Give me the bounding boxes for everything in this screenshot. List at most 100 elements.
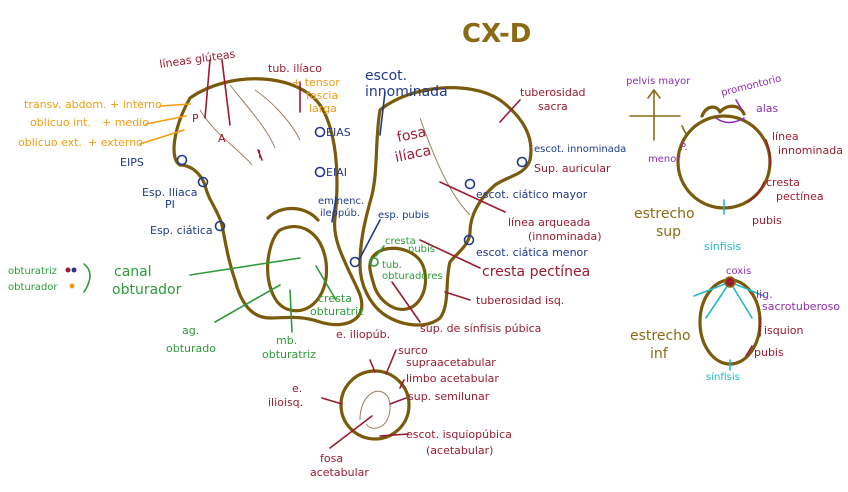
label-tuberosidad-2: sacra (538, 100, 568, 113)
label-oblicuo-medio: + medio (102, 116, 149, 129)
label-cresta-pect-1: cresta (766, 176, 800, 189)
label-promontorio: promontorio (720, 73, 782, 99)
obturatriz-vein-dot (71, 267, 77, 273)
label-escot-ciat-menor: escot. ciática menor (476, 246, 588, 259)
acetabulum-diagram (321, 349, 411, 449)
gluteal-line-3 (254, 89, 301, 141)
label-sup-auricular: Sup. auricular (534, 162, 611, 175)
leader-gluteal-b (221, 59, 231, 126)
label-escot-inn-2: innominada (365, 84, 448, 100)
label-surco-2: supraacetabular (406, 356, 496, 369)
leader-limbo (399, 379, 405, 389)
leader-semilunar (389, 397, 407, 405)
label-eias: EIAS (326, 126, 351, 139)
label-cresta-obt-2: obturatriz (310, 305, 364, 318)
escot-innominada-marker (516, 156, 528, 168)
label-linea-inn-2: innominada (778, 144, 843, 157)
label-transv-interno: + interno (110, 98, 162, 111)
obturator-foramen-left (266, 224, 329, 313)
label-sup-semilunar: sup. semilunar (408, 390, 490, 403)
coxis-dot (724, 276, 736, 288)
lig-sacrotuberoso-left (693, 281, 731, 297)
label-fosa-acet-2: acetabular (310, 466, 369, 479)
label-isquion: isquion (764, 324, 804, 337)
eias-marker (314, 126, 326, 138)
label-tub-obt-1: tub. (382, 260, 402, 271)
leader-linea-arqueada (439, 181, 506, 213)
lig-inner-right (729, 281, 753, 319)
esp-pubis-marker (349, 256, 361, 268)
obturador-nerve-dot (69, 283, 75, 289)
leader-oblicuo-ext (139, 129, 185, 145)
leader-eminencia (331, 197, 337, 223)
label-fosa: fosa (396, 124, 428, 146)
leader-sup-sinfisis (391, 281, 421, 323)
label-lig-1: lig. (756, 288, 773, 301)
label-pubis-sup: pubis (752, 214, 782, 227)
label-estrecho-inf-1: estrecho (630, 328, 691, 344)
label-coxis: coxis (726, 266, 751, 277)
pubis-inf-mark (745, 345, 753, 357)
label-eiai: EIAI (326, 166, 347, 179)
esp-ciatica-marker (214, 220, 226, 232)
right-hip-bone (349, 86, 533, 327)
cross-arrow-up (647, 88, 661, 99)
leader-transv (159, 103, 191, 107)
label-ag-1: ag. (182, 324, 199, 337)
pelvic-inlet-diagram (629, 88, 772, 215)
esp-iliaca-pi-marker (197, 176, 209, 188)
leader-mb-obturatriz (289, 289, 293, 333)
right-bone-outline (358, 86, 533, 327)
label-escot-inn-1: escot. (365, 68, 407, 84)
label-cresta-obt-1: cresta (318, 292, 352, 305)
label-e-ilioisq-2: ilioisq. (268, 396, 303, 409)
leader-fosa-acetabular (329, 415, 373, 449)
label-pelvis-mayor: pelvis mayor (626, 76, 691, 87)
leader-tuberosidad-isq (444, 291, 471, 301)
label-limbo: limbo acetabular (406, 372, 499, 385)
label-sup-sinfisis: sup. de sínfisis púbica (420, 322, 541, 335)
label-esp-ciatica: Esp. ciática (150, 224, 213, 237)
label-cresta-pectinea: cresta pectínea (482, 264, 590, 280)
label-tub-iliaco: tub. ilíaco (268, 62, 322, 75)
label-escot-ciat-mayor: escot. ciático mayor (476, 188, 588, 201)
escot-ciatico-mayor-marker (464, 178, 476, 190)
lunate-surface (359, 390, 391, 429)
label-oblicuo-ext: oblicuo ext. (18, 136, 82, 149)
eips-marker (176, 154, 188, 166)
label-pubis-inf: pubis (754, 346, 784, 359)
label-obturatriz: obturatriz (8, 266, 57, 277)
label-estrecho-sup-2: sup (656, 224, 681, 240)
left-bone-outline (172, 77, 364, 327)
leader-cresta-pectinea (419, 239, 481, 269)
label-eips: EIPS (120, 156, 144, 169)
label-e-ilioisq-1: e. (292, 382, 302, 395)
mark-p: P (192, 112, 199, 125)
leader-surco (385, 349, 397, 375)
label-lig-2: sacrotuberoso (762, 300, 840, 313)
label-tensor-1: + tensor (292, 76, 340, 89)
pelvic-outlet-diagram (693, 276, 765, 371)
leader-escot-innominada (379, 91, 386, 136)
label-escot-inn-r: escot. innominada (534, 144, 626, 155)
label-linea-arq-2: (innominada) (528, 230, 602, 243)
label-esp-iliaca-1: Esp. Iliaca (142, 186, 198, 199)
tub-obturadores-marker (369, 257, 379, 267)
leader-promontorio (735, 99, 743, 111)
label-obturador: obturador (8, 282, 58, 293)
title-text: CX-D (462, 19, 531, 49)
label-fosa-acet-1: fosa (320, 452, 343, 465)
mark-i: I (258, 148, 261, 161)
gluteal-line-1 (199, 109, 253, 166)
label-tensor-2: fascia (306, 89, 338, 102)
leader-ag-obturado (214, 284, 281, 323)
leader-tuberosidad-sacra (499, 99, 521, 123)
label-tub-obt-2: obturadores (382, 271, 443, 282)
eiai-marker (314, 166, 326, 178)
label-cresta-pubis-1: cresta (385, 236, 416, 247)
lig-sacrotuberoso-right (729, 281, 765, 297)
acetabulum-notch-left (266, 206, 320, 222)
label-cresta-pubis-2: pubis (408, 244, 435, 255)
